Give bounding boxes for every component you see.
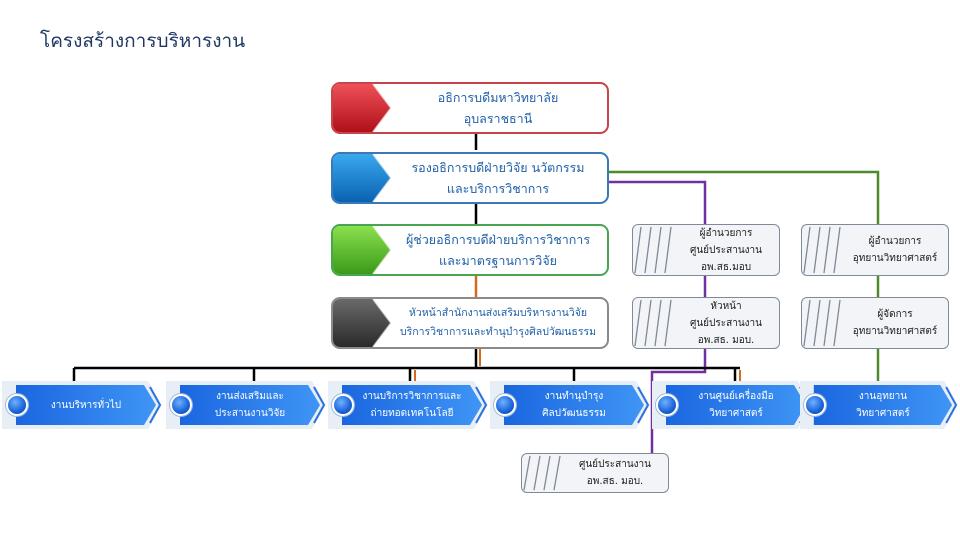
office-head-line1: หัวหน้าสำนักงานส่งเสริมบริหารงานวิจัย	[408, 307, 588, 319]
side-box-line2: อพ.สธ. มอบ.	[586, 476, 644, 487]
unit-line2: วิทยาศาสตร์	[709, 408, 763, 419]
side-box-line3: อพ.สธ. มอบ.	[697, 334, 755, 346]
unit-line1: งานส่งเสริมและ	[216, 391, 284, 402]
side-box-line1: ผู้อำนวยการ	[868, 236, 922, 247]
president-line1: อธิการบดีมหาวิทยาลัย	[437, 90, 559, 105]
bullet-icon	[6, 394, 28, 416]
side-box-line1: ผู้อำนวยการ	[699, 227, 753, 239]
unit-line2: ถ่ายทอดเทคโนโลยี	[370, 408, 454, 419]
unit-line1: งานศูนย์เครื่องมือ	[698, 391, 774, 402]
unit-general-admin: งานบริหารทั่วไป	[2, 381, 162, 429]
gray-chevron-icon	[333, 299, 391, 347]
side-box-line2: ศูนย์ประสานงาน	[689, 317, 763, 329]
side-box-line2: ศูนย์ประสานงาน	[689, 244, 763, 256]
stripes-icon	[802, 298, 846, 348]
unit-line2: วิทยาศาสตร์	[856, 408, 910, 419]
stripes-icon	[633, 225, 677, 275]
vice-president-line2: และบริการวิชาการ	[446, 181, 550, 196]
side-box-line1: ศูนย์ประสานงาน	[578, 459, 652, 470]
vice-president-line1: รองอธิการบดีฝ่ายวิจัย นวัตกรรม	[411, 160, 585, 175]
president-line2: อุบลราชธานี	[463, 111, 533, 126]
stripes-icon	[522, 454, 566, 492]
side-box-line3: อพ.สธ.มอบ	[700, 261, 752, 273]
bullet-icon	[656, 394, 678, 416]
manager-science-park-box: ผู้จัดการ อุทยานวิทยาศาสตร์	[801, 297, 949, 349]
unit-research-promotion: งานส่งเสริมและ ประสานงานวิจัย	[166, 381, 326, 429]
coordination-center-box: ศูนย์ประสานงาน อพ.สธ. มอบ.	[521, 453, 669, 493]
unit-arts-culture: งานทำนุบำรุง ศิลปวัฒนธรรม	[490, 381, 650, 429]
green-chevron-icon	[333, 226, 391, 274]
office-head-line2: บริการวิชาการและทำนุบำรุงศิลปวัฒนธรรม	[399, 326, 597, 338]
blue-chevron-icon	[333, 154, 391, 202]
red-chevron-icon	[333, 84, 391, 132]
unit-line2: ประสานงานวิจัย	[214, 408, 286, 419]
unit-line1: งานอุทยาน	[858, 391, 908, 402]
bullet-icon	[170, 394, 192, 416]
unit-line1: งานบริหารทั่วไป	[50, 399, 122, 411]
president-box: อธิการบดีมหาวิทยาลัย อุบลราชธานี	[331, 82, 609, 134]
stripes-icon	[802, 225, 846, 275]
director-coordination-center-box: ผู้อำนวยการ ศูนย์ประสานงาน อพ.สธ.มอบ	[632, 224, 780, 276]
stripes-icon	[633, 298, 677, 348]
side-box-line1: ผู้จัดการ	[877, 309, 913, 320]
page-title: โครงสร้างการบริหารงาน	[40, 30, 246, 52]
assistant-president-line2: และมาตรฐานการวิจัย	[439, 253, 557, 268]
vice-president-box: รองอธิการบดีฝ่ายวิจัย นวัตกรรม และบริการ…	[331, 152, 609, 204]
bullet-icon	[804, 394, 826, 416]
assistant-president-box: ผู้ช่วยอธิการบดีฝ่ายบริการวิชาการ และมาต…	[331, 224, 609, 276]
head-coordination-center-box: หัวหน้า ศูนย์ประสานงาน อพ.สธ. มอบ.	[632, 297, 780, 349]
director-science-park-box: ผู้อำนวยการ อุทยานวิทยาศาสตร์	[801, 224, 949, 276]
side-box-line1: หัวหน้า	[710, 300, 742, 312]
bullet-icon	[494, 394, 516, 416]
unit-line2: ศิลปวัฒนธรรม	[542, 408, 606, 419]
unit-science-park: งานอุทยาน วิทยาศาสตร์	[800, 381, 958, 429]
unit-line1: งานบริการวิชาการและ	[362, 391, 462, 402]
bullet-icon	[332, 394, 354, 416]
side-box-line2: อุทยานวิทยาศาสตร์	[852, 253, 938, 264]
unit-line1: งานทำนุบำรุง	[544, 391, 604, 402]
assistant-president-line1: ผู้ช่วยอธิการบดีฝ่ายบริการวิชาการ	[405, 232, 591, 247]
office-head-box: หัวหน้าสำนักงานส่งเสริมบริหารงานวิจัย บร…	[331, 297, 609, 349]
unit-academic-service: งานบริการวิชาการและ ถ่ายทอดเทคโนโลยี	[328, 381, 488, 429]
side-box-line2: อุทยานวิทยาศาสตร์	[852, 326, 938, 337]
unit-science-instrument-center: งานศูนย์เครื่องมือ วิทยาศาสตร์	[652, 381, 812, 429]
